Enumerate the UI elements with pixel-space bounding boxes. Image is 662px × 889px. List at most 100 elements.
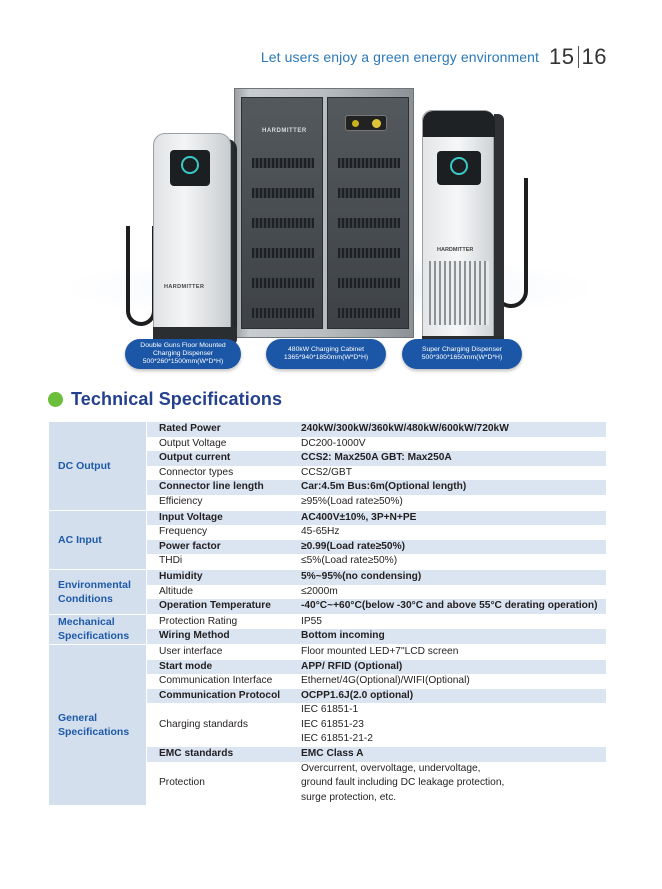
spec-value: APP/ RFID (Optional) bbox=[301, 660, 403, 672]
product-name-line1: 480kW Charging Cabinet bbox=[288, 346, 364, 353]
spec-value: CCS2: Max250A GBT: Max250A bbox=[301, 452, 452, 464]
spec-row: EMC standards EMC Class A bbox=[147, 747, 606, 762]
spec-value: 45-65Hz bbox=[301, 526, 340, 538]
spec-group-label: Mechanical Specifications bbox=[49, 614, 147, 644]
super-charging-dispenser: HARDMITTER bbox=[422, 110, 504, 350]
vent bbox=[338, 158, 400, 168]
spec-key: Start mode bbox=[159, 660, 213, 672]
page-number-right: 16 bbox=[581, 44, 607, 69]
dispenser-screen bbox=[170, 150, 210, 186]
spec-value: Floor mounted LED+7"LCD screen bbox=[301, 645, 459, 657]
vent bbox=[252, 278, 314, 288]
spec-value: Bottom incoming bbox=[301, 630, 385, 642]
spec-row: Output Voltage DC200-1000V bbox=[147, 437, 606, 452]
dispenser-side-panel bbox=[494, 114, 504, 346]
spec-key: EMC standards bbox=[159, 748, 234, 760]
spec-key: Rated Power bbox=[159, 423, 221, 434]
spec-value: 240kW/300kW/360kW/480kW/600kW/720kW bbox=[301, 423, 509, 434]
spec-row: THDi≤5%(Load rate≥50%) bbox=[147, 554, 606, 569]
spec-key: Protection Rating bbox=[159, 615, 238, 627]
product-name-line1: Double Guns Floor Mounted bbox=[140, 342, 226, 349]
dispenser-grill bbox=[429, 261, 489, 325]
spec-row: Altitude ≤2000m bbox=[147, 585, 606, 600]
product-dims: 500*300*1650mm(W*D*H) bbox=[421, 354, 503, 361]
spec-key: Operation Temperature bbox=[159, 600, 271, 612]
vent bbox=[338, 308, 400, 318]
spec-value: DC200-1000V bbox=[301, 437, 366, 449]
vent bbox=[338, 278, 400, 288]
product-name-line1: Super Charging Dispenser bbox=[421, 346, 503, 353]
vent bbox=[338, 218, 400, 228]
spec-group: AC Input Input Voltage AC400V±10%, 3P+N+PE… bbox=[49, 510, 606, 570]
spec-value: Ethernet/4G(Optional)/WIFI(Optional) bbox=[301, 675, 470, 687]
dispenser-screen bbox=[437, 151, 481, 185]
spec-key: Power factor bbox=[159, 540, 221, 552]
spec-row: Start mode APP/ RFID (Optional) bbox=[147, 659, 606, 675]
vent bbox=[252, 158, 314, 168]
spec-key: Altitude bbox=[159, 585, 193, 597]
spec-value-line: IEC 61851-1 bbox=[301, 704, 359, 716]
spec-key: Humidity bbox=[159, 570, 203, 582]
spec-value: ≤2000m bbox=[301, 585, 338, 597]
tagline: Let users enjoy a green energy environme… bbox=[260, 49, 540, 65]
spec-row: Communication Protocol OCPP1.6J(2.0 optio… bbox=[147, 688, 606, 704]
spec-row: Operation Temperature-40°C~+60°C(below -… bbox=[147, 599, 606, 614]
spec-key: Wiring Method bbox=[159, 630, 230, 642]
spec-key: Charging standards bbox=[159, 718, 248, 730]
spec-value-line: surge protection, etc. bbox=[301, 791, 397, 803]
product-illustration: HARDMITTER HARDMITTER bbox=[40, 78, 620, 378]
page-numbers: 15 16 bbox=[549, 44, 607, 70]
spec-key: Output Voltage bbox=[159, 437, 227, 449]
spec-value: 5%~95%(no condensing) bbox=[301, 570, 422, 582]
spec-value: EMC Class A bbox=[301, 748, 364, 760]
dispenser-brand: HARDMITTER bbox=[437, 247, 474, 253]
vent bbox=[338, 248, 400, 258]
spec-key: Connector line length bbox=[159, 481, 264, 493]
page-header: Let users enjoy a green energy environme… bbox=[261, 44, 607, 70]
section-title: Technical Specifications bbox=[71, 389, 283, 409]
spec-row: Humidity 5%~95%(no condensing) bbox=[147, 569, 606, 585]
dispenser-brand: HARDMITTER bbox=[164, 284, 205, 290]
cabinet-brand: HARDMITTER bbox=[262, 128, 307, 134]
vent bbox=[252, 188, 314, 198]
spec-row: Rated Power 240kW/300kW/360kW/480kW/600kW… bbox=[147, 422, 606, 437]
green-dot-icon bbox=[48, 392, 63, 407]
section-heading: Technical Specifications bbox=[48, 389, 282, 410]
spec-key: Communication Interface bbox=[159, 675, 273, 687]
spec-row: Efficiency≥95%(Load rate≥50%) bbox=[147, 495, 606, 510]
spec-key: Communication Protocol bbox=[159, 689, 281, 701]
product-labels: Double Guns Floor Mounted Charging Dispe… bbox=[125, 339, 525, 371]
spec-key: Efficiency bbox=[159, 495, 203, 507]
spec-value-line: IEC 61851-21-2 bbox=[301, 733, 373, 745]
vent bbox=[252, 218, 314, 228]
spec-row: Input Voltage AC400V±10%, 3P+N+PE bbox=[147, 510, 606, 526]
vent bbox=[252, 248, 314, 258]
spec-value-line: Overcurrent, overvoltage, undervoltage, bbox=[301, 762, 481, 774]
spec-key: Input Voltage bbox=[159, 511, 223, 523]
spec-key: Connector types bbox=[159, 466, 234, 478]
cabinet-door-right bbox=[327, 97, 409, 329]
dispenser-top bbox=[423, 111, 495, 137]
spec-key: Protection bbox=[159, 777, 205, 789]
spec-key: Frequency bbox=[159, 526, 208, 538]
vent bbox=[252, 308, 314, 318]
spec-row: Power factor ≥0.99(Load rate≥50%) bbox=[147, 539, 606, 555]
spec-row: Communication Interface Ethernet/4G(Optio… bbox=[147, 674, 606, 689]
page-number-left: 15 bbox=[549, 44, 575, 69]
spec-value: IP55 bbox=[301, 615, 322, 627]
spec-value: OCPP1.6J(2.0 optional) bbox=[301, 689, 414, 701]
spec-value-line: IEC 61851-23 bbox=[301, 718, 364, 730]
spec-group-label: AC Input bbox=[49, 510, 147, 569]
spec-row: Frequency 45-65Hz bbox=[147, 525, 606, 540]
spec-value: AC400V±10%, 3P+N+PE bbox=[301, 511, 417, 523]
spec-table: DC Output Rated Power 240kW/300kW/360kW/48… bbox=[49, 422, 606, 807]
page-divider bbox=[577, 46, 579, 68]
spec-group-label: DC Output bbox=[49, 422, 147, 510]
dispenser-body: HARDMITTER bbox=[153, 133, 231, 345]
product-label-super-dispenser: Super Charging Dispenser 500*300*1650mm(… bbox=[402, 339, 522, 369]
product-dims: 1365*940*1850mm(W*D*H) bbox=[283, 354, 369, 361]
spec-value: ≥0.99(Load rate≥50%) bbox=[301, 540, 406, 552]
